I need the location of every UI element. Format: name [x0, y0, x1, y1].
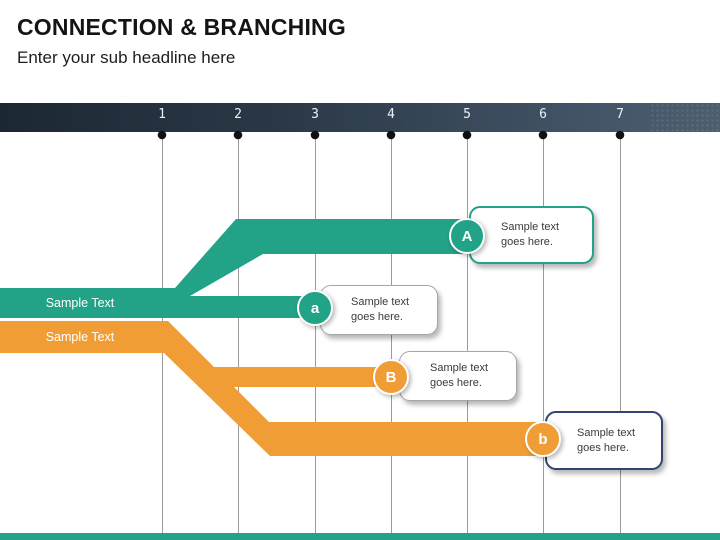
- node-A: A: [449, 218, 485, 254]
- timeline-dot-1: [157, 130, 167, 140]
- slide-title: CONNECTION & BRANCHING: [17, 14, 346, 40]
- node-b: b: [525, 421, 561, 457]
- footer-accent-bar: [0, 533, 720, 540]
- callout-a: Sample text goes here.: [320, 285, 438, 335]
- timeline-label-2: 2: [234, 107, 242, 122]
- orange-bar-label: Sample Text: [45, 330, 115, 344]
- node-B: B: [373, 359, 409, 395]
- timeline-label-6: 6: [539, 107, 547, 122]
- timeline-header-bar: [0, 103, 720, 132]
- timeline-dot-5: [462, 130, 472, 140]
- callout-B-text: Sample text goes here.: [430, 362, 489, 389]
- timeline-dot-6: [538, 130, 548, 140]
- timeline-dot-3: [310, 130, 320, 140]
- timeline-label-3: 3: [311, 107, 319, 122]
- slide-subtitle: Enter your sub headline here: [17, 48, 236, 67]
- callout-A-text: Sample text goes here.: [501, 221, 560, 248]
- callout-b: Sample text goes here.: [545, 411, 663, 470]
- callout-a-text: Sample text goes here.: [351, 296, 410, 323]
- orange-branch-shape: [0, 321, 543, 456]
- teal-bar-label: Sample Text: [45, 296, 115, 310]
- timeline-label-5: 5: [463, 107, 471, 122]
- header-dot-texture: [650, 103, 720, 132]
- timeline-dot-2: [233, 130, 243, 140]
- timeline-label-1: 1: [158, 107, 166, 122]
- callout-b-text: Sample text goes here.: [577, 426, 636, 454]
- timeline-dot-4: [386, 130, 396, 140]
- teal-branch-shape: [0, 219, 467, 318]
- timeline-dot-7: [615, 130, 625, 140]
- callout-A: Sample text goes here.: [469, 206, 594, 264]
- timeline-label-4: 4: [387, 107, 395, 122]
- callout-B: Sample text goes here.: [399, 351, 517, 401]
- node-a: a: [297, 290, 333, 326]
- timeline-label-7: 7: [616, 107, 624, 122]
